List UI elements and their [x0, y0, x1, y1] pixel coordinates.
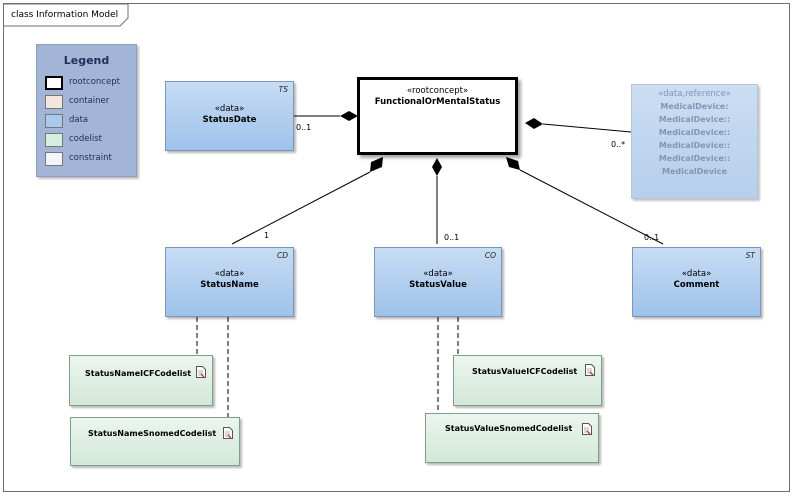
stereotype-label: «data» [681, 269, 712, 279]
document-icon [223, 427, 233, 439]
class-status-name[interactable]: CD «data» StatusName [165, 247, 294, 317]
multiplicity-comment: 0..1 [644, 233, 660, 242]
composition-diamond-status-date [340, 111, 358, 121]
legend: Legend rootconcept container data codeli… [36, 44, 137, 177]
datatype-tag: ST [745, 251, 755, 260]
class-status-value[interactable]: CO «data» StatusValue [374, 247, 502, 317]
class-status-date[interactable]: TS «data» StatusDate [165, 81, 294, 151]
codelist-name: StatusValueSnomedCodelist [445, 424, 573, 433]
assoc-status-name [231, 171, 371, 245]
codelist-status-value-snomed[interactable]: StatusValueSnomedCodelist [425, 413, 599, 463]
reference-line: MedicalDevice:: [658, 154, 731, 163]
stereotype-label: «data,reference» [658, 89, 731, 99]
document-icon [582, 423, 592, 435]
composition-diamond-comment [506, 157, 520, 170]
reference-line: MedicalDevice:: [658, 115, 731, 124]
class-name: FunctionalOrMentalStatus [374, 97, 501, 107]
datatype-tag: CO [484, 251, 496, 260]
composition-diamond-status-name [370, 157, 383, 172]
multiplicity-status-name: 1 [264, 231, 270, 240]
codelist-name: StatusNameSnomedCodelist [88, 429, 217, 438]
class-name: StatusName [200, 280, 259, 290]
class-comment[interactable]: ST «data» Comment [632, 247, 761, 317]
stereotype-label: «rootconcept» [406, 86, 469, 96]
document-icon [196, 366, 206, 378]
codelist-status-name-icf[interactable]: StatusNameICFCodelist [69, 355, 213, 406]
multiplicity-medical-device: 0..* [611, 140, 626, 149]
multiplicity-status-value: 0..1 [444, 233, 460, 242]
frame-title-tab [4, 4, 129, 27]
legend-swatch [45, 133, 63, 147]
codelist-status-value-icf[interactable]: StatusValueICFCodelist [453, 355, 602, 406]
class-name: StatusDate [202, 115, 257, 125]
diagram-title: class Information Model [11, 10, 119, 20]
stereotype-label: «data» [423, 269, 453, 279]
reference-line: MedicalDevice: [660, 102, 729, 111]
composition-diamond-status-value [432, 158, 442, 176]
legend-swatch [45, 76, 63, 90]
legend-swatch [45, 114, 63, 128]
legend-swatch [45, 95, 63, 109]
reference-line: MedicalDevice:: [658, 128, 731, 137]
datatype-tag: TS [278, 85, 288, 94]
codelist-status-name-snomed[interactable]: StatusNameSnomedCodelist [70, 417, 240, 466]
composition-diamond-medical-device [525, 118, 543, 129]
legend-swatch [45, 152, 63, 166]
class-functional-or-mental-status[interactable]: «rootconcept» FunctionalOrMentalStatus [357, 77, 518, 155]
class-name: StatusValue [409, 280, 467, 290]
class-medical-device-reference[interactable]: «data,reference» MedicalDevice: MedicalD… [631, 84, 758, 199]
stereotype-label: «data» [214, 104, 245, 114]
datatype-tag: CD [276, 251, 288, 260]
legend-title: Legend [63, 54, 110, 67]
document-icon [585, 364, 595, 376]
class-name: Comment [673, 280, 720, 290]
codelist-name: StatusValueICFCodelist [472, 367, 578, 376]
multiplicity-status-date: 0..1 [296, 123, 312, 132]
assoc-comment [519, 169, 664, 245]
reference-line: MedicalDevice [662, 167, 727, 176]
assoc-medical-device [542, 123, 632, 133]
reference-line: MedicalDevice:: [658, 141, 731, 150]
stereotype-label: «data» [214, 269, 245, 279]
codelist-name: StatusNameICFCodelist [85, 369, 192, 378]
